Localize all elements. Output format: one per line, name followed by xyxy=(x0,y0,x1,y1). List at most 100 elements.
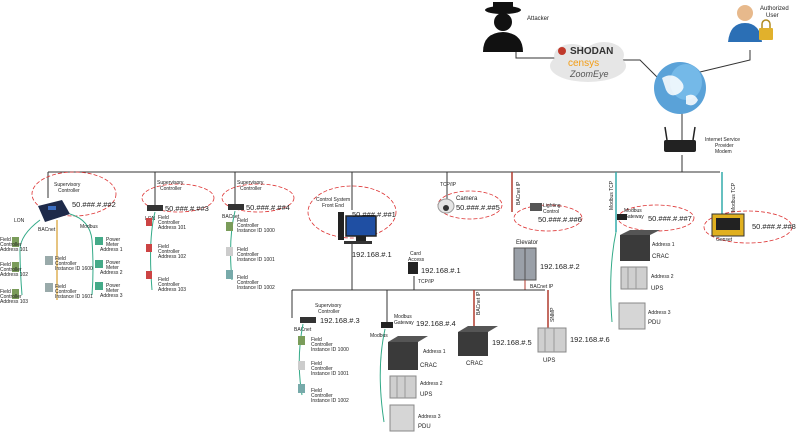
lighting-label-1: Lighting xyxy=(543,203,561,209)
lighting-control-icon xyxy=(530,203,542,211)
rc-pdu: PDU xyxy=(648,320,661,326)
bc-a1: Address 1 xyxy=(423,349,446,355)
fl-fc5-l1: Field xyxy=(55,284,66,290)
crac-mid-bus-label: BACnet IP xyxy=(476,291,482,315)
exposed-highlight-sup3 xyxy=(221,183,295,213)
crac-icon xyxy=(388,336,428,370)
fl-fc2-l3: Address 102 xyxy=(0,272,28,278)
ups-icon xyxy=(389,375,417,399)
sup1-buses xyxy=(19,213,94,300)
genset-bus-label: Modbus TCP xyxy=(731,182,737,212)
s2-fc3-l1: Field xyxy=(158,277,169,283)
s3-fc1-l2: Controller xyxy=(237,223,259,229)
fl-fc5-l3: Instance ID 1601 xyxy=(55,294,93,300)
authorized-user-icon xyxy=(728,5,773,42)
bottom-chain-bus xyxy=(379,328,386,423)
s4-fc2-l1: Field xyxy=(311,361,322,367)
shodan-label: SHODAN xyxy=(570,46,613,57)
modbus-gw-top-label-1: Modbus xyxy=(624,208,642,214)
ups-icon xyxy=(537,327,567,353)
s4-fc1-l1: Field xyxy=(311,337,322,343)
shodan-logo-icon xyxy=(558,47,566,55)
card-access-icon xyxy=(408,262,418,274)
card-access-label-1: Card xyxy=(410,251,421,257)
field-controller-icon xyxy=(146,244,152,252)
fl-fc1-l1: Field xyxy=(0,237,11,243)
modbus-gateway-icon xyxy=(617,214,627,220)
field-controller-icon xyxy=(146,271,152,279)
sup3-bus-label: BACnet xyxy=(222,214,240,220)
fl-fc4-l1: Field xyxy=(55,256,66,262)
s4-fc2-l3: Instance ID 1001 xyxy=(311,371,349,377)
pdu-icon xyxy=(389,404,415,432)
exposed-highlight-sup1 xyxy=(31,171,117,217)
card-access-label-2: Access xyxy=(408,257,425,263)
sup3-controller-icon xyxy=(228,204,244,210)
sup2-label-1: Supervisory xyxy=(157,180,184,186)
s3-fc1-l1: Field xyxy=(237,218,248,224)
modbus-gw-bot-bus-label: Modbus xyxy=(370,333,388,339)
fl-fc1-l2: Controller xyxy=(0,242,22,248)
s4-fc2-l2: Controller xyxy=(311,366,333,372)
sup3-label-2: Controller xyxy=(240,186,262,192)
exposed-highlight-csfe xyxy=(307,185,397,239)
power-meter-icon xyxy=(95,260,103,268)
modbus-gw-bot-ip: 192.168.#.4 xyxy=(416,319,456,328)
sup3-label-1: Supervisory xyxy=(237,180,264,186)
s2-fc3-l2: Controller xyxy=(158,282,180,288)
sup4-label-1: Supervisory xyxy=(315,303,342,309)
s4-fc1-l3: Instance ID 1000 xyxy=(311,347,349,353)
sup1-modbus-label: Modbus xyxy=(80,224,98,230)
sup1-lon-label: LON xyxy=(14,218,25,224)
s4-fc3-l2: Controller xyxy=(311,393,333,399)
rc-a3: Address 3 xyxy=(648,310,671,316)
lighting-ip: 50.###.#.##6 xyxy=(538,215,582,224)
pm2-l2: Meter xyxy=(106,265,119,271)
crac-mid-label: CRAC xyxy=(466,361,484,367)
fl-fc4-l3: Instance ID 1600 xyxy=(55,266,93,272)
csfe-lan-ip: 192.168.#.1 xyxy=(352,250,392,259)
sup2-label-2: Controller xyxy=(160,186,182,192)
fl-fc4-l2: Controller xyxy=(55,261,77,267)
field-controller-icon xyxy=(12,237,19,247)
ups-mid-bus-label: SNMP xyxy=(550,307,556,322)
pm1-l3: Address 1 xyxy=(100,247,123,253)
field-controller-icon xyxy=(12,262,19,272)
elevator-ip: 192.168.#.2 xyxy=(540,262,580,271)
isp-modem-label-2: Provider xyxy=(715,143,734,149)
camera-bus-label: TCP/IP xyxy=(440,182,457,188)
attacker-label: Attacker xyxy=(527,16,549,22)
s3-fc3-l1: Field xyxy=(237,275,248,281)
isp-modem-icon xyxy=(664,126,696,152)
elevator-icon xyxy=(513,247,537,281)
s2-fc2-l1: Field xyxy=(158,244,169,250)
power-meter-icon xyxy=(95,282,103,290)
bc-ups: UPS xyxy=(420,392,432,398)
bc-a2: Address 2 xyxy=(420,381,443,387)
modbus-tcp-links xyxy=(615,172,723,232)
search-engine-cloud xyxy=(550,42,626,82)
modbus-gw-top-ip: 50.###.#.##7 xyxy=(648,214,692,223)
camera-icon xyxy=(437,198,455,214)
front-end-workstation-icon xyxy=(338,212,377,244)
sup4-controller-icon xyxy=(300,317,316,323)
sup4-ip: 192.168.#.3 xyxy=(320,316,360,325)
s2-fc1-l3: Address 101 xyxy=(158,225,186,231)
s3-fc2-l2: Controller xyxy=(237,252,259,258)
authorized-user-label-1: Authorized xyxy=(760,6,789,12)
bc-pdu: PDU xyxy=(418,424,431,430)
camera-ip: 50.###.#.##5 xyxy=(456,203,500,212)
elevator-label: Elevator xyxy=(516,240,538,246)
exposed-highlight-sup2 xyxy=(141,183,215,213)
power-meter-icon xyxy=(95,237,103,245)
isp-modem-label-1: Internet Service xyxy=(705,137,740,143)
field-controller-icon xyxy=(298,361,305,370)
field-controller-icon xyxy=(226,270,233,279)
card-access-bus-label: TCP/IP xyxy=(418,279,435,285)
sup1-controller-icon xyxy=(38,200,70,222)
internet-globe-icon xyxy=(654,62,706,114)
elevator-bus-label: BACnet IP xyxy=(530,284,554,290)
csfe-label-1: Control System xyxy=(316,197,350,203)
field-controller-icon xyxy=(45,256,53,265)
field-controller-icon xyxy=(146,218,152,226)
